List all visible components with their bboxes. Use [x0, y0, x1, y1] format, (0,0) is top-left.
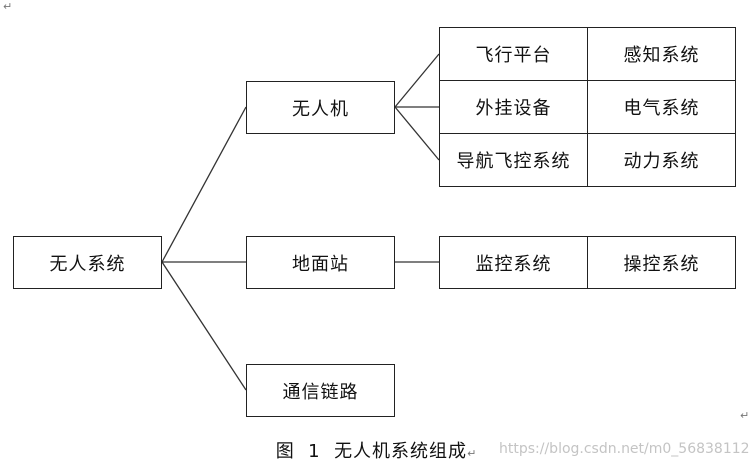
node-unmanned-system: 无人系统: [13, 236, 162, 289]
connector-uav-row1: [394, 53, 440, 108]
paragraph-mark-caption: ↵: [467, 447, 478, 460]
connector-root-uav: [161, 106, 247, 263]
node-unmanned-system-label: 无人系统: [49, 253, 126, 275]
node-payload-equipment-label: 外挂设备: [475, 98, 552, 119]
caption-figure-word: 图: [275, 441, 295, 462]
node-electrical-system: 电气系统: [587, 80, 736, 134]
node-monitoring-system: 监控系统: [439, 236, 588, 289]
node-monitoring-system-label: 监控系统: [475, 253, 552, 275]
node-ground-station: 地面站: [246, 236, 395, 289]
connector-uav-row3: [394, 106, 440, 161]
node-payload-equipment: 外挂设备: [439, 80, 588, 134]
node-perception-system-label: 感知系统: [623, 45, 700, 66]
node-perception-system: 感知系统: [587, 27, 736, 81]
node-comm-link-label: 通信链路: [282, 381, 359, 403]
node-flight-platform-label: 飞行平台: [475, 45, 552, 66]
node-power-system-label: 动力系统: [623, 151, 700, 172]
paragraph-mark-right: ↵: [740, 409, 750, 422]
node-operation-system-label: 操控系统: [623, 253, 700, 275]
node-nav-flight-control-label: 导航飞控系统: [456, 151, 571, 172]
paragraph-mark-top: ↵: [3, 0, 13, 13]
caption-figure-number: 1: [308, 441, 321, 462]
node-uav: 无人机: [246, 81, 395, 134]
node-electrical-system-label: 电气系统: [623, 98, 700, 119]
node-operation-system: 操控系统: [587, 236, 736, 289]
figure-caption: 图 1 无人机系统组成↵: [0, 437, 753, 463]
node-comm-link: 通信链路: [246, 364, 395, 417]
watermark-text: https://blog.csdn.net/m0_56838112: [499, 441, 750, 457]
node-uav-label: 无人机: [292, 98, 349, 120]
node-flight-platform: 飞行平台: [439, 27, 588, 81]
connector-root-link: [161, 261, 247, 391]
caption-title: 无人机系统组成: [334, 441, 468, 462]
node-ground-station-label: 地面站: [292, 253, 349, 275]
node-power-system: 动力系统: [587, 133, 736, 187]
node-nav-flight-control: 导航飞控系统: [439, 133, 588, 187]
